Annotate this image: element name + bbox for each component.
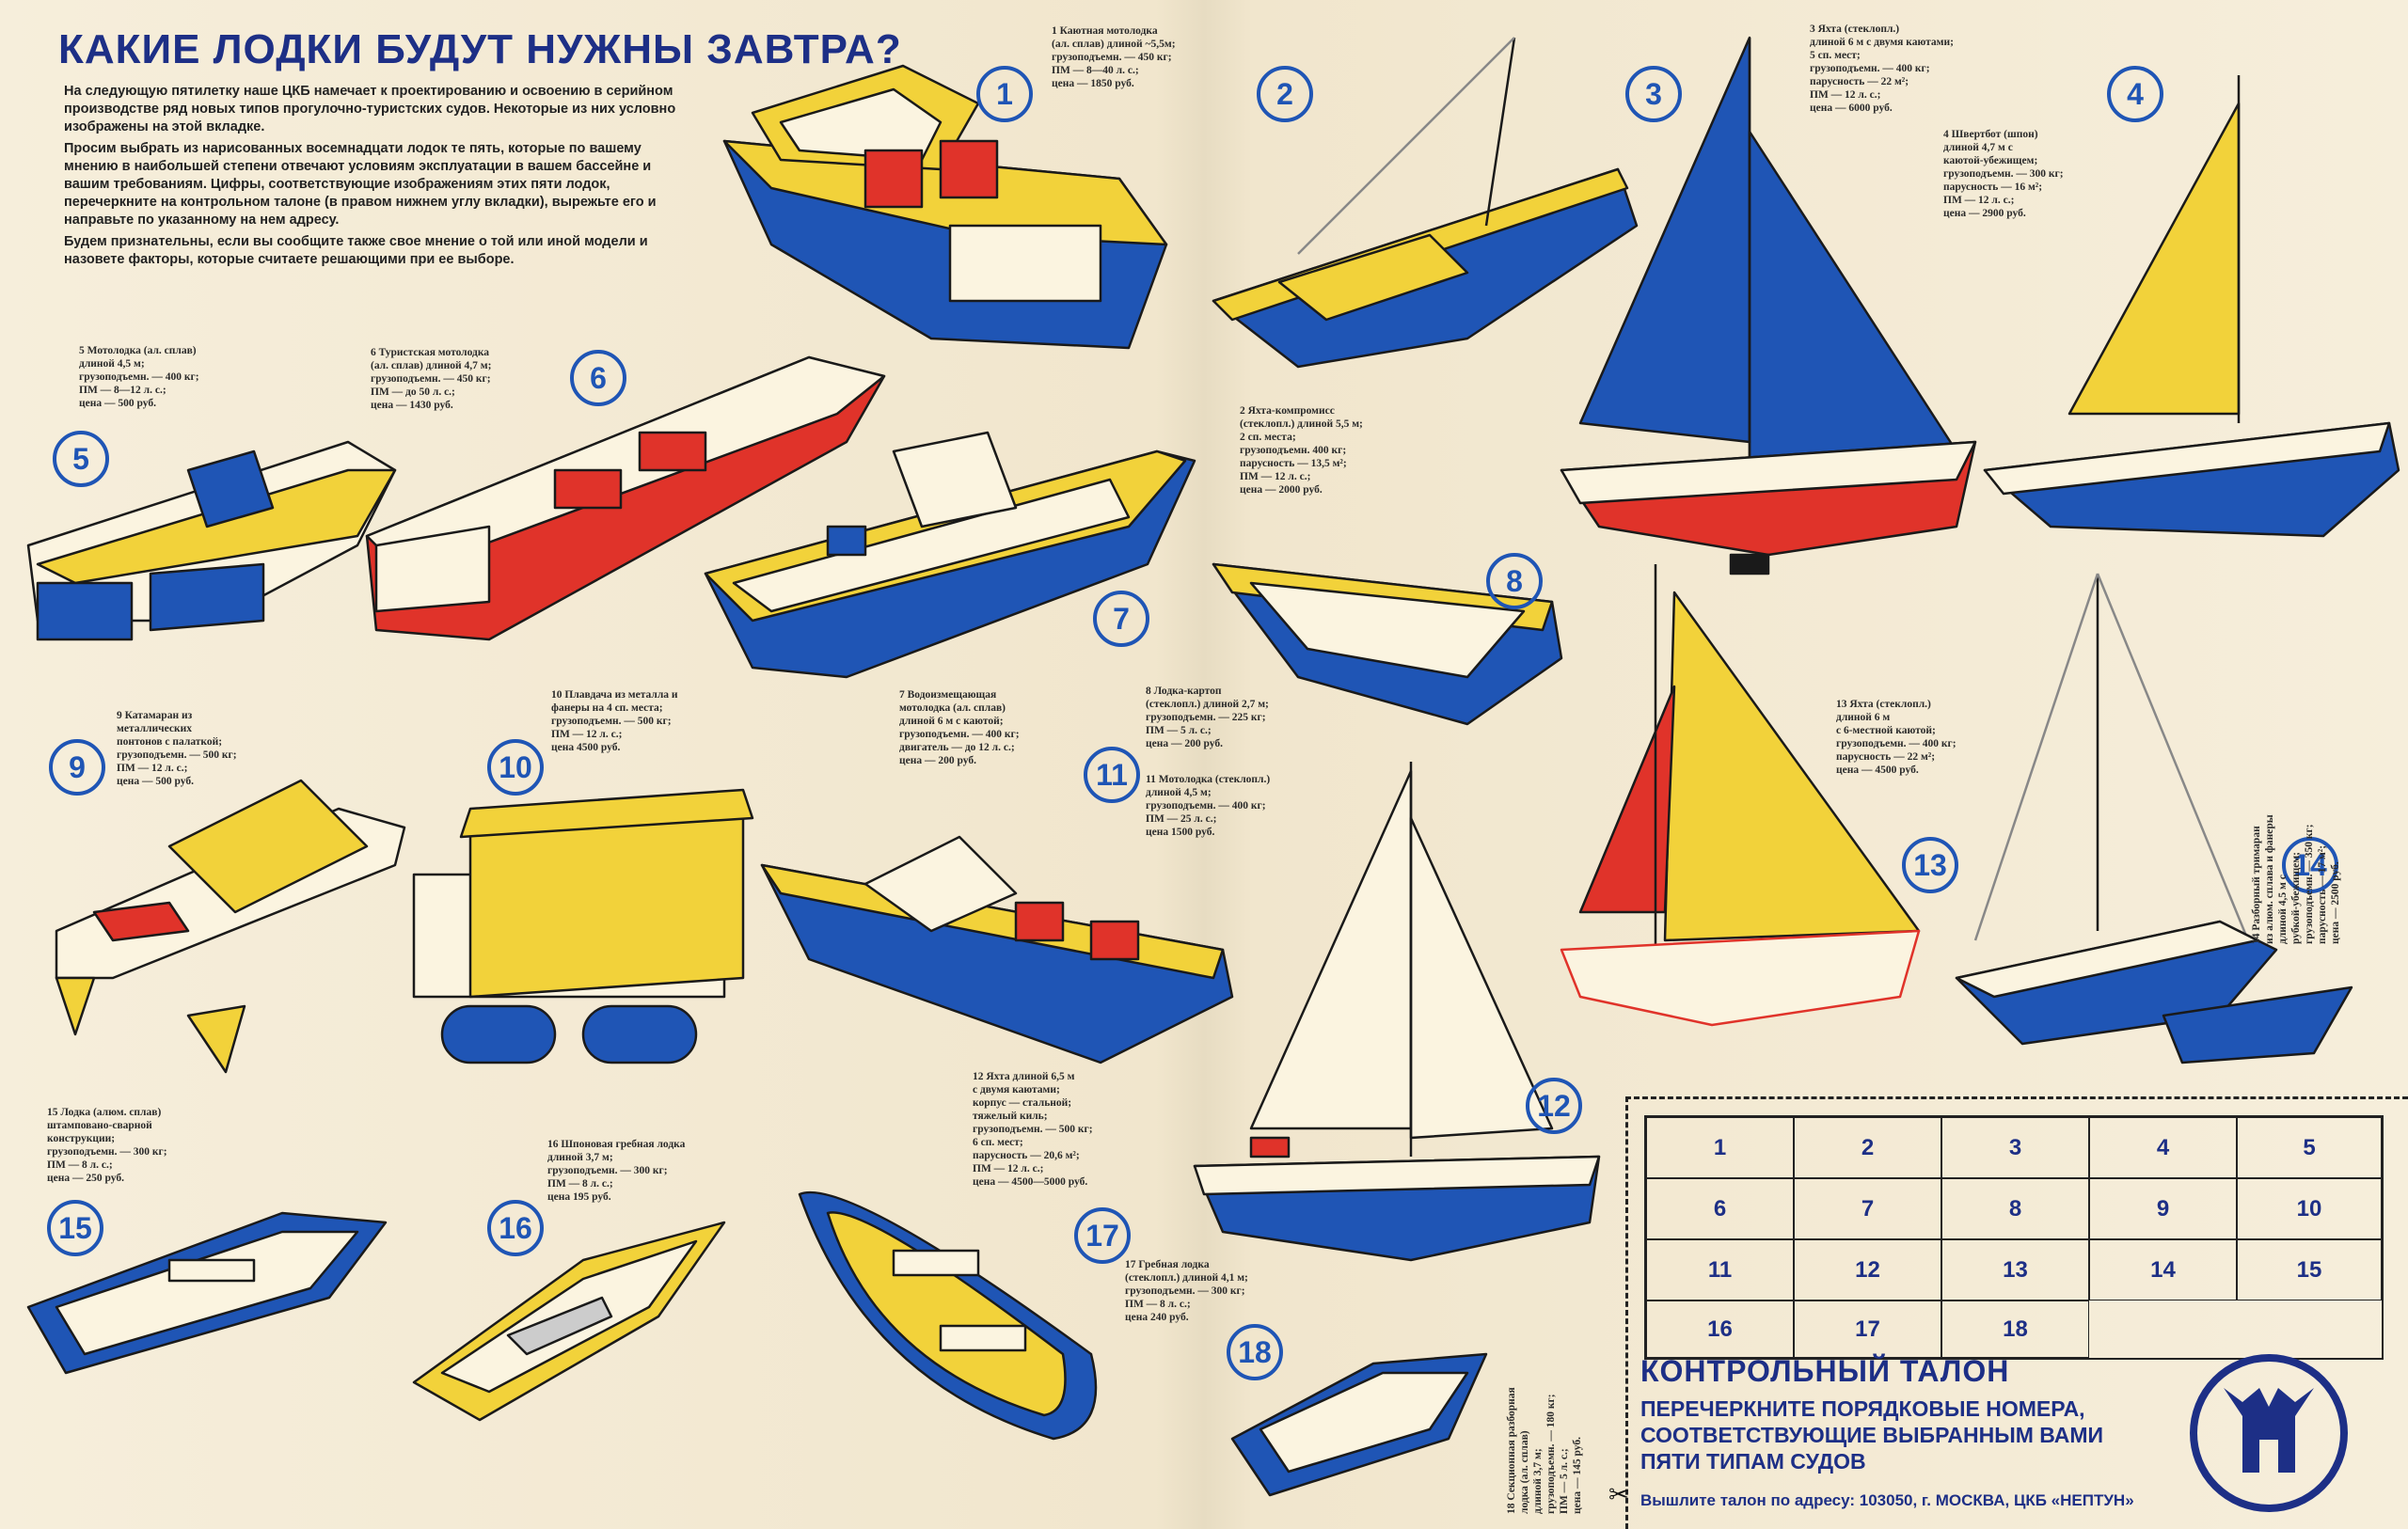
boat-1-image — [722, 64, 1168, 350]
boat-number-badge: 8 — [1486, 553, 1543, 609]
coupon-number-cell[interactable]: 13 — [1941, 1239, 2089, 1300]
coupon-number-cell[interactable]: 6 — [1646, 1178, 1794, 1239]
coupon-number-cell[interactable]: 4 — [2089, 1117, 2237, 1178]
boat-number-badge: 18 — [1227, 1324, 1283, 1380]
coupon-number-cell[interactable]: 3 — [1941, 1117, 2089, 1178]
intro-text: На следующую пятилетку наше ЦКБ намечает… — [64, 83, 685, 273]
boat-spec: 4 Швертбот (шпон) длиной 4,7 м с каютой-… — [1943, 129, 2064, 219]
boat-spec: 13 Яхта (стеклопл.) длиной 6 м с 6-местн… — [1836, 699, 1956, 776]
neptune-trident-icon — [2190, 1354, 2348, 1512]
boat-spec: 7 Водоизмещающая мотолодка (ал. сплав) д… — [899, 689, 1020, 766]
boat-15-image — [26, 1211, 388, 1375]
boat-number-badge: 16 — [487, 1200, 544, 1256]
boat-number-badge: 2 — [1257, 66, 1313, 122]
boat-spec: 1 Каютная мотолодка (ал. сплав) длиной ~… — [1052, 25, 1176, 89]
coupon-number-cell[interactable]: 14 — [2089, 1239, 2237, 1300]
boat-4-image — [1983, 75, 2400, 538]
boat-number-badge: 15 — [47, 1200, 103, 1256]
boat-8-image — [1212, 562, 1563, 726]
coupon-title: КОНТРОЛЬНЫЙ ТАЛОН — [1640, 1354, 2010, 1388]
boat-6-image — [365, 355, 886, 641]
boat-spec: 6 Туристская мотолодка (ал. сплав) длино… — [371, 347, 492, 411]
boat-spec: 14 Разборный тримаран из алюм. сплава и … — [2251, 814, 2341, 944]
boat-13-image — [1560, 564, 1921, 1027]
boat-14-image — [1955, 573, 2353, 1064]
boat-spec: 5 Мотолодка (ал. сплав) длиной 4,5 м; гр… — [79, 345, 199, 409]
boat-3-image — [1560, 36, 1977, 575]
number-grid: 1 2 3 4 5 6 7 8 9 10 11 12 13 14 15 16 1… — [1644, 1115, 2384, 1360]
coupon-number-cell[interactable]: 11 — [1646, 1239, 1794, 1300]
boat-number-badge: 9 — [49, 739, 105, 796]
boat-17-image — [798, 1190, 1098, 1441]
coupon-number-cell[interactable]: 5 — [2237, 1117, 2382, 1178]
boat-18-image — [1230, 1352, 1488, 1497]
boat-number-badge: 13 — [1902, 837, 1958, 893]
boat-number-badge: 7 — [1093, 591, 1149, 647]
coupon-number-cell[interactable]: 1 — [1646, 1117, 1794, 1178]
scissors-icon: ✂ — [1608, 1480, 1629, 1508]
coupon-number-cell[interactable]: 17 — [1794, 1300, 1941, 1358]
boat-9-image — [55, 779, 406, 1074]
coupon-number-cell[interactable]: 2 — [1794, 1117, 1941, 1178]
page-title: КАКИЕ ЛОДКИ БУДУТ НУЖНЫ ЗАВТРА? — [58, 26, 902, 72]
intro-paragraph: На следующую пятилетку наше ЦКБ намечает… — [64, 84, 676, 134]
intro-paragraph: Будем признательны, если вы сообщите так… — [64, 234, 648, 267]
boat-number-badge: 14 — [2282, 837, 2338, 893]
boat-spec: 18 Секционная разборная лодка (ал. сплав… — [1506, 1387, 1583, 1514]
coupon-number-cell[interactable]: 9 — [2089, 1178, 2237, 1239]
boat-7-image — [704, 431, 1196, 679]
boat-spec: 11 Мотолодка (стеклопл.) длиной 4,5 м; г… — [1146, 774, 1271, 838]
boat-spec: 8 Лодка-картоп (стеклопл.) длиной 2,7 м;… — [1146, 686, 1269, 749]
boat-spec: 9 Катамаран из металлических понтонов с … — [117, 710, 237, 787]
boat-12-image — [1193, 762, 1601, 1262]
boat-spec: 3 Яхта (стеклопл.) длиной 6 м с двумя ка… — [1810, 24, 1954, 114]
coupon-number-cell[interactable]: 15 — [2237, 1239, 2382, 1300]
coupon-number-cell[interactable]: 8 — [1941, 1178, 2089, 1239]
boat-number-badge: 17 — [1074, 1207, 1131, 1264]
intro-paragraph: Просим выбрать из нарисованных восемнадц… — [64, 141, 657, 228]
coupon-number-cell[interactable]: 16 — [1646, 1300, 1794, 1358]
boat-number-badge: 10 — [487, 739, 544, 796]
boat-number-badge: 1 — [976, 66, 1033, 122]
coupon-number-cell[interactable]: 10 — [2237, 1178, 2382, 1239]
coupon-address: Вышлите талон по адресу: 103050, г. МОСК… — [1640, 1491, 2134, 1509]
boat-16-image — [412, 1221, 726, 1422]
cut-line — [1625, 1096, 2408, 1529]
boat-2-image — [1212, 37, 1639, 369]
boat-spec: 2 Яхта-компромисс (стеклопл.) длиной 5,5… — [1240, 405, 1363, 496]
boat-number-badge: 12 — [1526, 1078, 1582, 1134]
boat-number-badge: 3 — [1625, 66, 1682, 122]
boat-spec: 10 Плавдача из металла и фанеры на 4 сп.… — [551, 689, 678, 753]
coupon-number-cell[interactable]: 12 — [1794, 1239, 1941, 1300]
boat-spec: 16 Шпоновая гребная лодка длиной 3,7 м; … — [547, 1139, 686, 1203]
boat-number-badge: 6 — [570, 350, 626, 406]
boat-number-badge: 11 — [1084, 747, 1140, 803]
boat-10-image — [412, 788, 754, 1064]
boat-5-image — [26, 440, 397, 641]
control-coupon[interactable]: ✂ 1 2 3 4 5 6 7 8 9 10 11 12 13 14 15 16… — [1608, 1096, 2408, 1529]
coupon-number-cell[interactable]: 18 — [1941, 1300, 2089, 1358]
boat-number-badge: 5 — [53, 431, 109, 487]
boat-11-image — [760, 835, 1234, 1064]
boat-spec: 12 Яхта длиной 6,5 м с двумя каютами; ко… — [973, 1071, 1093, 1188]
coupon-instruction: ПЕРЕЧЕРКНИТЕ ПОРЯДКОВЫЕ НОМЕРА, СООТВЕТС… — [1640, 1396, 2104, 1474]
boat-spec: 17 Гребная лодка (стеклопл.) длиной 4,1 … — [1125, 1259, 1248, 1323]
boat-spec: 15 Лодка (алюм. сплав) штамповано-сварно… — [47, 1107, 167, 1184]
coupon-number-cell[interactable]: 7 — [1794, 1178, 1941, 1239]
boat-number-badge: 4 — [2107, 66, 2163, 122]
